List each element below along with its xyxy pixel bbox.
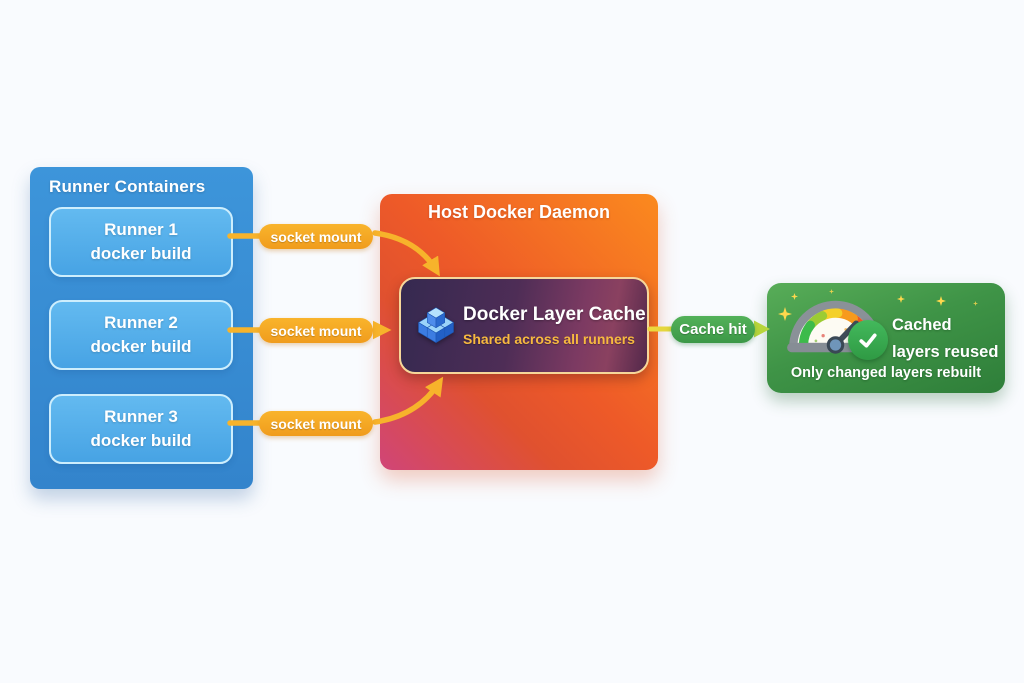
layer-cubes-icon bbox=[418, 306, 454, 343]
sparkle-icon bbox=[829, 289, 834, 294]
result-line-3: Only changed layers rebuilt bbox=[790, 365, 982, 381]
runner-name: Runner 2 bbox=[104, 313, 178, 332]
socket-mount-pill-1: socket mount bbox=[259, 224, 373, 249]
daemon-title: Host Docker Daemon bbox=[427, 202, 611, 222]
runner-1-box: Runner 1 docker build bbox=[49, 207, 233, 277]
cache-hit-label: Cache hit bbox=[679, 321, 747, 338]
socket-mount-pill-2: socket mount bbox=[259, 318, 373, 343]
runner-name: Runner 1 bbox=[104, 220, 178, 239]
runner-3-box: Runner 3 docker build bbox=[49, 394, 233, 464]
result-line-2: layers reused bbox=[892, 343, 999, 361]
sparkle-icon bbox=[936, 296, 946, 306]
checkmark-icon bbox=[859, 333, 877, 348]
socket-mount-label: socket mount bbox=[270, 322, 362, 339]
sparkle-icon bbox=[897, 295, 905, 303]
sparkle-icon bbox=[973, 301, 978, 306]
runner-panel-title: Runner Containers bbox=[49, 177, 206, 196]
sparkle-icon bbox=[791, 293, 798, 300]
socket-mount-label: socket mount bbox=[270, 415, 362, 432]
socket-mount-pill-3: socket mount bbox=[259, 411, 373, 436]
result-panel: Cached layers reused Only changed layers… bbox=[767, 283, 1005, 393]
cache-subtitle: Shared across all runners bbox=[463, 331, 635, 347]
runner-command: docker build bbox=[90, 431, 192, 450]
socket-mount-label: socket mount bbox=[270, 228, 362, 245]
cache-hit-pill: Cache hit bbox=[671, 316, 755, 343]
result-line-1: Cached bbox=[892, 316, 952, 334]
docker-layer-cache-box: Docker Layer Cache Shared across all run… bbox=[399, 277, 649, 374]
runner-name: Runner 3 bbox=[104, 407, 178, 426]
cache-title: Docker Layer Cache bbox=[463, 304, 646, 325]
checkmark-badge bbox=[848, 320, 888, 360]
runner-command: docker build bbox=[90, 244, 192, 263]
runner-containers-panel: Runner Containers Runner 1 docker build … bbox=[30, 167, 253, 489]
runner-2-box: Runner 2 docker build bbox=[49, 300, 233, 370]
host-daemon-panel: Host Docker Daemon bbox=[380, 194, 658, 470]
result-headline: Cached layers reused bbox=[892, 312, 998, 366]
runner-command: docker build bbox=[90, 337, 192, 356]
